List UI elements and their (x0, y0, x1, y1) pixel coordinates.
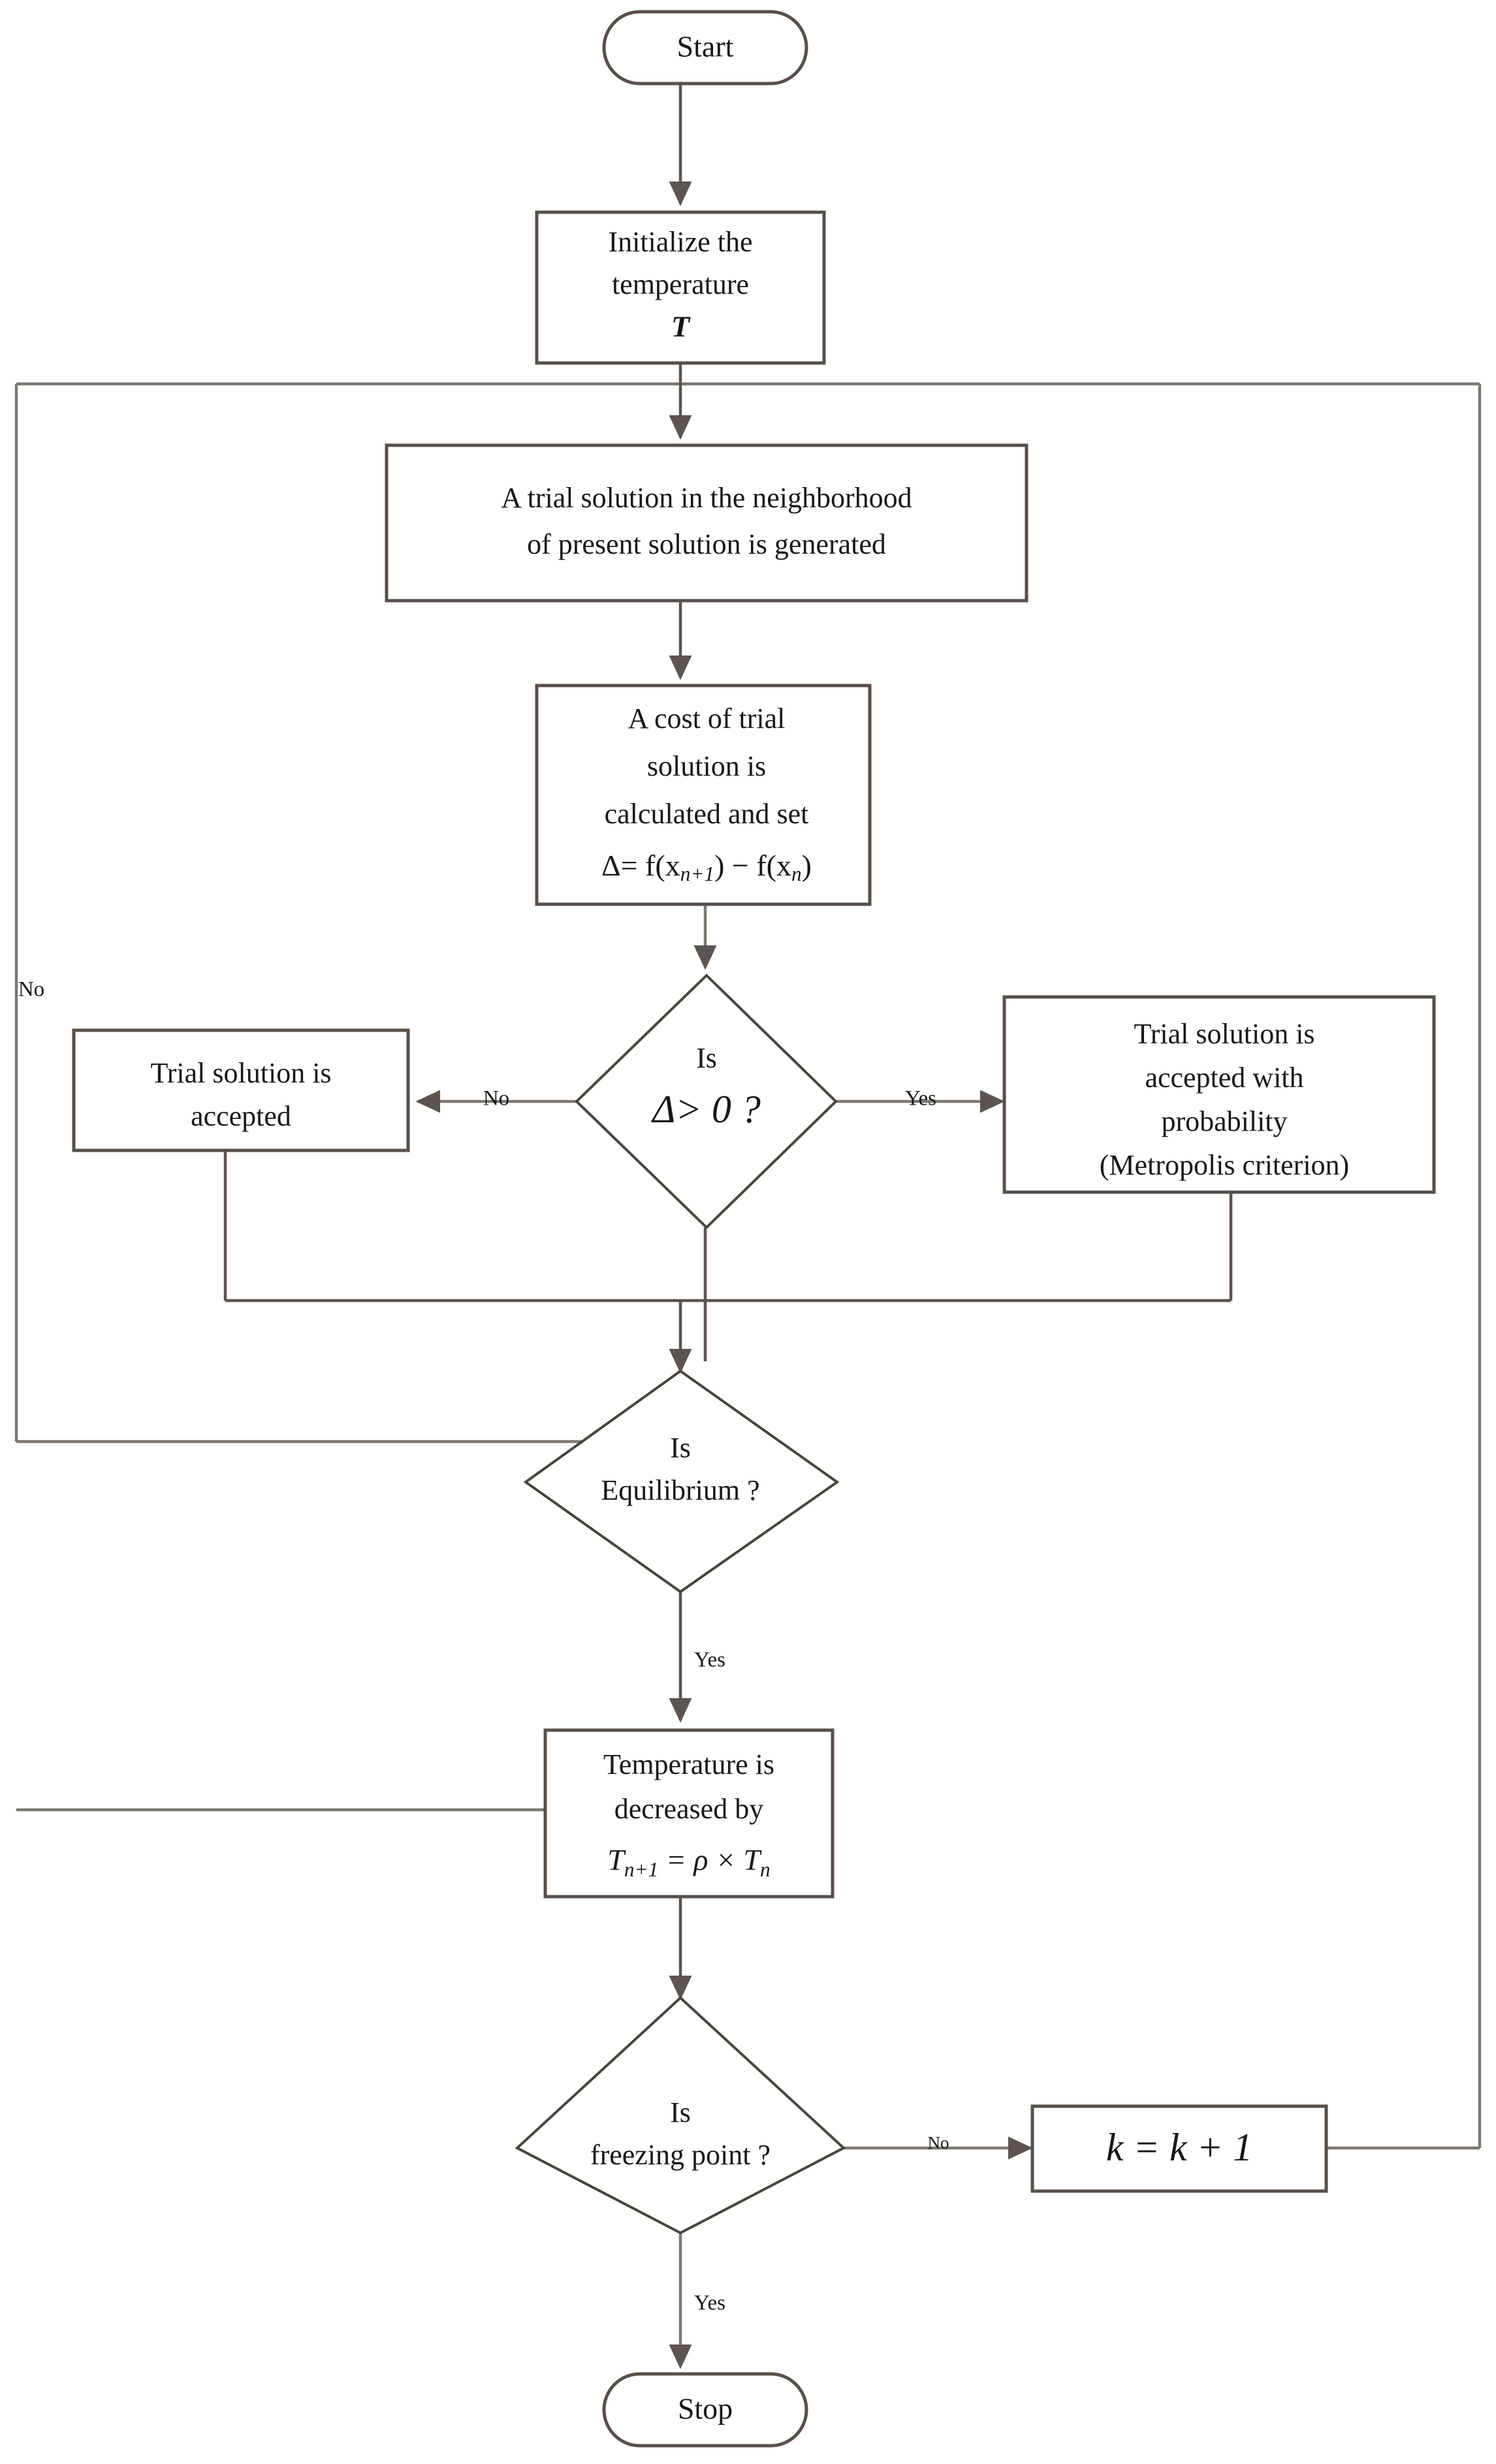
node-metropolis[interactable]: Trial solution is accepted with probabil… (1002, 995, 1436, 1194)
edge-label-delta-no: No (483, 1087, 509, 1111)
node-temperature-line1: Temperature is (603, 1748, 774, 1780)
node-equilibrium-line2: Equilibrium ? (601, 1474, 759, 1506)
edge-label-equilibrium-no: No (18, 978, 44, 1002)
node-trial-solution-line2: of present solution is generated (527, 528, 886, 560)
node-increment-formula: k = k + 1 (1106, 2126, 1252, 2169)
node-initialize-temperature-symbol: T (671, 310, 691, 343)
edge-merge-to-equilibrium (669, 1227, 707, 1374)
node-cost-line1: A cost of trial (628, 703, 786, 734)
edge-label-freezing-yes: Yes (694, 2292, 725, 2315)
node-metropolis-line3: probability (1161, 1105, 1287, 1137)
node-cost-formula-mid: ) − f(x (714, 849, 791, 882)
edge-label-equilibrium-yes: Yes (694, 1649, 725, 1672)
edge-label-freezing-no: No (928, 2133, 949, 2153)
node-delta-decision-line2: Δ> 0 ? (651, 1088, 761, 1131)
node-temperature-formula-lhs-sub: n+1 (624, 1858, 658, 1881)
node-cost-line3: calculated and set (605, 798, 809, 830)
node-metropolis-line1: Trial solution is (1134, 1018, 1314, 1050)
node-temperature-formula-lhs: T (607, 1843, 626, 1876)
node-stop[interactable]: Stop (602, 2372, 808, 2448)
node-temperature[interactable]: Temperature is decreased by Tn+1 = ρ × T… (543, 1728, 835, 1899)
node-stop-label: Stop (678, 2392, 733, 2425)
node-trial-solution-line1: A trial solution in the neighborhood (501, 482, 912, 514)
node-trial-solution[interactable]: A trial solution in the neighborhood of … (385, 443, 1028, 603)
node-cost-formula: Δ= f(xn+1) − f(xn) (601, 849, 812, 886)
node-cost-formula-sub2: n (791, 862, 802, 885)
node-temperature-formula-op: = ρ × T (658, 1843, 762, 1876)
node-accepted-line2: accepted (191, 1100, 291, 1132)
edge-equilibrium-no-loop (14, 382, 1482, 2148)
node-metropolis-line2: accepted with (1145, 1062, 1303, 1094)
node-increment[interactable]: k = k + 1 (1030, 2104, 1328, 2193)
node-equilibrium[interactable]: Is Equilibrium ? (523, 1369, 840, 1594)
node-equilibrium-line1: Is (670, 1432, 691, 1464)
node-accepted-line1: Trial solution is (150, 1057, 331, 1089)
edge-label-delta-yes: Yes (905, 1087, 936, 1111)
node-delta-decision[interactable]: Is Δ> 0 ? (575, 973, 838, 1229)
node-delta-decision-line1: Is (696, 1042, 717, 1074)
node-cost-formula-end: ) (802, 849, 812, 882)
node-initialize[interactable]: Initialize the temperature T (535, 210, 826, 365)
node-cost-formula-sub1: n+1 (680, 862, 714, 885)
node-start-label: Start (677, 30, 734, 63)
node-temperature-formula-rhs-sub: n (760, 1858, 771, 1881)
node-cost-line2: solution is (647, 750, 766, 782)
node-accepted[interactable]: Trial solution is accepted (72, 1028, 410, 1152)
node-freezing[interactable]: Is freezing point ? (515, 1996, 846, 2235)
node-freezing-line1: Is (670, 2096, 691, 2128)
node-start[interactable]: Start (602, 10, 808, 86)
node-freezing-line2: freezing point ? (590, 2139, 771, 2171)
node-temperature-line2: decreased by (614, 1793, 763, 1825)
node-initialize-line1: Initialize the (608, 226, 752, 258)
node-cost-formula-head: Δ= f(x (601, 849, 680, 882)
node-metropolis-line4: (Metropolis criterion) (1100, 1149, 1349, 1181)
node-cost[interactable]: A cost of trial solution is calculated a… (535, 684, 872, 906)
node-initialize-line2: temperature (612, 268, 749, 300)
node-temperature-formula: Tn+1 = ρ × Tn (607, 1843, 770, 1882)
